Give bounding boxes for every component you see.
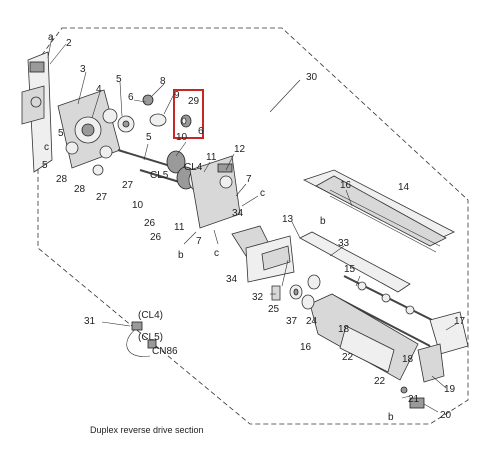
label-28a: 28 (56, 174, 68, 185)
label-cn86: CN86 (152, 346, 178, 357)
label-26b: 26 (150, 232, 162, 243)
label-14: 14 (398, 182, 410, 193)
label-cl5: CL5 (150, 170, 169, 181)
label-26a: 26 (144, 218, 156, 229)
pin-32 (271, 285, 281, 301)
side-frame (21, 51, 53, 173)
label-25: 25 (268, 304, 280, 315)
right-side-parts (400, 311, 469, 409)
label-29: 29 (188, 96, 200, 107)
label-17: 17 (454, 316, 466, 327)
duct-34 (231, 225, 295, 283)
gear-set-mid (92, 94, 167, 176)
label-27a: 27 (96, 192, 108, 203)
label-15: 15 (344, 264, 356, 275)
label-10b: 10 (132, 200, 144, 211)
label-31: 31 (84, 316, 96, 327)
label-7b: 7 (196, 236, 202, 247)
leader-lines (47, 35, 457, 413)
label-11b: 11 (174, 222, 185, 233)
label-21: 21 (408, 394, 420, 405)
guide-rail-14 (302, 169, 455, 253)
label-22a: 22 (342, 352, 354, 363)
label-22b: 22 (374, 376, 386, 387)
label-4: 4 (96, 84, 102, 95)
label-32: 32 (252, 292, 264, 303)
label-12: 12 (234, 144, 246, 155)
label-cl4: CL4 (184, 162, 203, 173)
label-c2: c (44, 142, 49, 153)
label-37: 37 (286, 316, 298, 327)
label-cl5-paren: (CL5) (138, 332, 163, 343)
right-gear-bracket (189, 155, 241, 229)
label-18a: 18 (338, 324, 350, 335)
wire-harness-31 (126, 321, 157, 357)
label-18b: 18 (402, 354, 414, 365)
label-16b: 16 (300, 342, 312, 353)
label-34b: 34 (226, 274, 238, 285)
label-9: 9 (174, 90, 180, 101)
label-5c: 5 (58, 128, 64, 139)
bottom-frame (309, 293, 419, 381)
label-19: 19 (444, 384, 456, 395)
label-c1: c (260, 188, 265, 199)
label-6b: 6 (198, 126, 204, 137)
part-labels: a 2 3 4 5 6 8 9 29 6 30 5 10 11 12 CL4 C… (42, 32, 466, 423)
label-34a: 34 (232, 208, 244, 219)
label-5d: 5 (42, 160, 48, 171)
label-16a: 16 (340, 180, 352, 191)
gears-25-37-24 (289, 274, 321, 310)
label-13: 13 (282, 214, 294, 225)
highlighted-part-29 (173, 89, 204, 139)
label-30: 30 (306, 72, 318, 83)
label-24: 24 (306, 316, 318, 327)
plate-33 (299, 231, 411, 293)
label-33: 33 (338, 238, 350, 249)
label-10a: 10 (176, 132, 188, 143)
label-11a: 11 (206, 152, 217, 163)
label-cl4-paren: (CL4) (138, 310, 163, 321)
label-20: 20 (440, 410, 452, 421)
diagram-caption: Duplex reverse drive section (90, 425, 204, 435)
label-c3: c (214, 248, 219, 259)
label-5b: 5 (146, 132, 152, 143)
label-7a: 7 (246, 174, 252, 185)
label-8: 8 (160, 76, 166, 87)
label-b1: b (178, 250, 184, 261)
label-2: 2 (66, 38, 72, 49)
label-28b: 28 (74, 184, 86, 195)
label-b2: b (320, 216, 326, 227)
label-27b: 27 (122, 180, 134, 191)
label-b3: b (388, 412, 394, 423)
label-3: 3 (80, 64, 86, 75)
label-5a: 5 (116, 74, 122, 85)
label-6a: 6 (128, 92, 134, 103)
label-a: a (48, 32, 54, 43)
